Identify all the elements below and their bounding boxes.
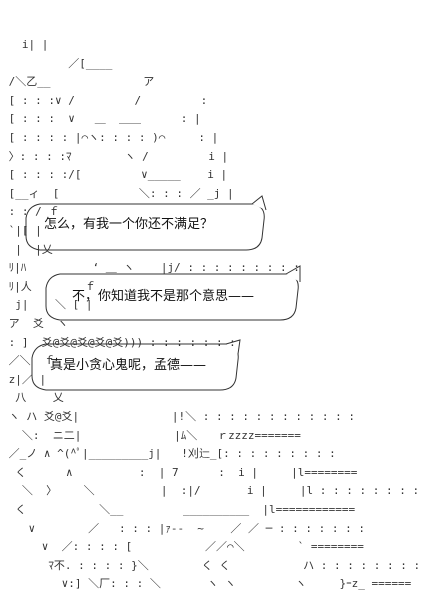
ascii-art-line: ∨:] ＼厂: : : ＼ ヽ ヽ ヽ }ｰz_ ====== [2,577,412,590]
ascii-art-line: `|[ | [2,224,42,237]
ascii-art-line: 八 乂 [2,391,64,404]
ascii-art-line: ﾏ不. : : : : }＼ く く ハ : : : : : : : : [2,559,421,572]
ascii-art-line: ＼: ニ二| |ﾑ＼ ｒzzzz======= [2,429,301,442]
ascii-art-line: ﾘ|ﾊ ‘ ＿ ヽ |j/ : : : : : : : : : [2,261,300,274]
speech-bubble-1-tail [251,195,267,211]
speech-bubble-3-tail [225,339,241,355]
ascii-art-line: 〉: : : :ﾏ ヽ / i | [2,150,229,163]
speech-bubble-3-text: 真是小贪心鬼呢，孟德—— [50,358,207,373]
ascii-art-line: | |乂 [2,243,53,256]
ascii-art-line: [ : : : : |⌒ヽ: : : : )⌒ : | [2,131,219,144]
ascii-art-line: z|／ | [2,373,47,386]
speech-bubble-2-tail [285,265,301,282]
speech-bubble-1-text: 怎么，有我一个你还不满足？ [44,217,214,232]
ascii-art-line: /＼乙__ ア [2,75,155,88]
speech-bubble-1 [25,195,267,251]
ascii-art-line: ﾘ|人 ｆ [2,280,96,293]
speech-bubble-2-text: 不，你知道我不是那个意思—— [72,289,255,304]
ascii-art-line: ∨ ／ : : : |ｧ-‐ ~ ／ ／ ─ : : : : : : : [2,522,366,535]
ascii-art-line: : : / ｆ [2,205,60,218]
ascii-art-line: く ＼__ __________ |l============ [2,503,356,516]
ascii-art-line: ＼ 〉 ＼ | :|/ i | |l : : : : : : : : [2,484,420,497]
speech-bubble-2-outline [45,273,299,321]
ascii-art-line: [__ィ [ ＼: : : ／ _j | [2,187,234,200]
ascii-art-line: ／＼ ｆ [2,354,55,367]
speech-bubble-1-outline [25,203,265,251]
ascii-art-line: ア 爻 ヽ [2,317,69,330]
ascii-art-line: i| | [2,38,49,51]
ascii-art-line: [ : : : ∨ ＿ ＿＿ : | [2,112,201,125]
speech-bubble-2 [45,265,301,321]
ascii-art-line: ／[____ [2,57,133,70]
ascii-art-line: : ] 爻@爻@爻@爻@爻))) : : : : : : : [2,336,236,349]
speech-bubble-3 [31,339,241,391]
ascii-art-line: [ : : : :/[ ∨_____ i | [2,168,228,181]
ascii-art-line: ヽ ハ 爻@爻| |!＼ : : : : : : : : : : : : [2,410,356,423]
ascii-art-line: [ : : :∨ / / : [2,94,208,107]
ascii-art-line: ∨ ／: : : : [ ／／⌒＼ ` ======== [2,540,364,553]
ascii-art-line: く ∧ : | 7 : i | |l======== [2,466,358,479]
ascii-art-line: j| ＼ [ | [2,298,93,311]
ascii-art-line: ／_ノ ∧ ^(^ﾟ|_________j| !刈辷_[: : : : : : … [2,447,336,460]
